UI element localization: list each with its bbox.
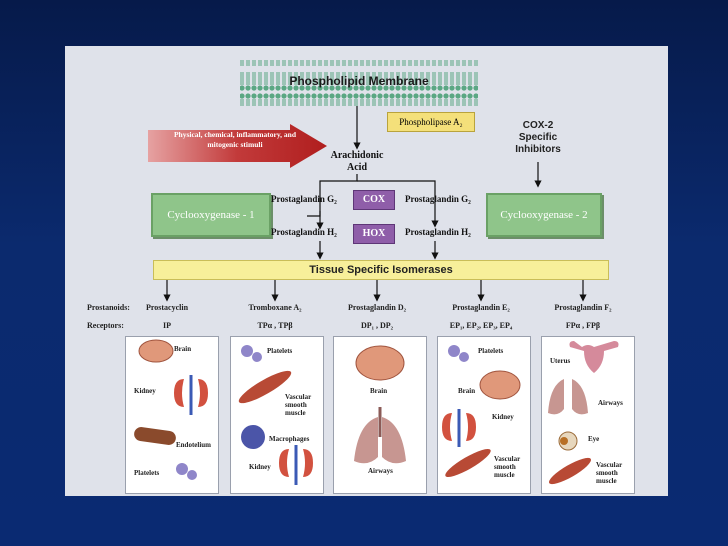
muscle-icon: [445, 449, 491, 477]
pgh2-right: Prostaglandin H₂: [405, 227, 471, 237]
platelets-icon: [448, 345, 460, 357]
cox2-inhibitors-label: COX-2 Specific Inhibitors: [515, 120, 561, 155]
organ-illustrations: [134, 339, 208, 480]
organ-illustrations: [238, 345, 313, 485]
lungs-icon: [354, 417, 406, 464]
platelets-icon: [176, 463, 188, 475]
endothelium-icon: [134, 427, 176, 445]
arachidonic-acid-label: Arachidonic Acid: [330, 150, 384, 173]
brain-icon: [479, 370, 521, 400]
isomerases-bar: Tissue Specific Isomerases: [153, 260, 609, 280]
lungs-icon: [548, 379, 588, 415]
cox2-box: Cyclooxygenase - 2: [486, 193, 602, 237]
diagram-connectors: [148, 60, 587, 302]
diagram-slide: Phospholipid Membrane Phospholipase A₂ C…: [65, 46, 668, 496]
organ-panel-thromboxane: Platelets Vascular smooth muscle Macroph…: [230, 336, 324, 494]
membrane-label: Phospholipid Membrane: [289, 74, 429, 88]
prostanoid-label: Prostaglandin E₂: [452, 303, 510, 312]
organ-panel-pgf2: Uterus Airways Eye Vascular smooth muscl…: [541, 336, 635, 494]
hox-box: HOX: [353, 224, 395, 244]
uterus-icon: [569, 341, 619, 373]
membrane-graphic: [240, 60, 478, 106]
kidney-icon: [442, 413, 476, 441]
phospholipase-box: Phospholipase A₂: [387, 112, 475, 132]
cox-box: COX: [353, 190, 395, 210]
pgg2-right: Prostaglandin G₂: [405, 194, 471, 204]
stimuli-label: Physical, chemical, inflammatory, and mi…: [173, 130, 297, 149]
muscle-icon: [549, 457, 591, 485]
stimuli-arrow: [148, 124, 327, 168]
muscle-icon: [238, 370, 292, 404]
organ-illustrations: [442, 345, 521, 477]
organ-panel-pge2: Platelets Brain Kidney Vascular smooth m…: [437, 336, 531, 494]
organ-panel-prostacyclin: Brain Kidney Endotelium Platelets: [125, 336, 219, 494]
receptor-label: EP₁, EP₂, EP₃, EP₄: [449, 321, 513, 330]
prostanoid-label: Tromboxane A₂: [248, 303, 302, 312]
platelets-icon: [241, 345, 253, 357]
receptor-label: FPα , FPβ: [565, 321, 601, 330]
prostanoid-label: Prostacyclin: [145, 303, 189, 312]
prostanoid-label: Prostaglandin F₂: [554, 303, 612, 312]
organ-panel-pgd2: Brain Airways: [333, 336, 427, 494]
receptor-label: TPα , TPβ: [257, 321, 293, 330]
branch-right: [357, 180, 439, 228]
pgh2-left: Prostaglandin H₂: [271, 227, 337, 237]
organ-illustrations: [548, 341, 619, 485]
prostanoid-label: Prostaglandin D₂: [347, 303, 407, 312]
cox1-box: Cyclooxygenase - 1: [151, 193, 271, 237]
branch-left: [307, 174, 358, 217]
brain-icon: [355, 345, 405, 381]
brain-icon: [138, 339, 174, 363]
kidney-icon: [174, 379, 208, 407]
macrophage-icon: [241, 425, 265, 449]
receptor-label: DP₁ , DP₂: [360, 321, 394, 330]
kidney-icon: [279, 449, 313, 477]
organ-illustrations: [354, 345, 406, 464]
pgg2-left: Prostaglandin G₂: [271, 194, 337, 204]
receptors-row-label: Receptors:: [87, 321, 124, 330]
prostanoids-row-label: Prostanoids:: [87, 303, 130, 312]
receptor-label: IP: [163, 321, 171, 330]
